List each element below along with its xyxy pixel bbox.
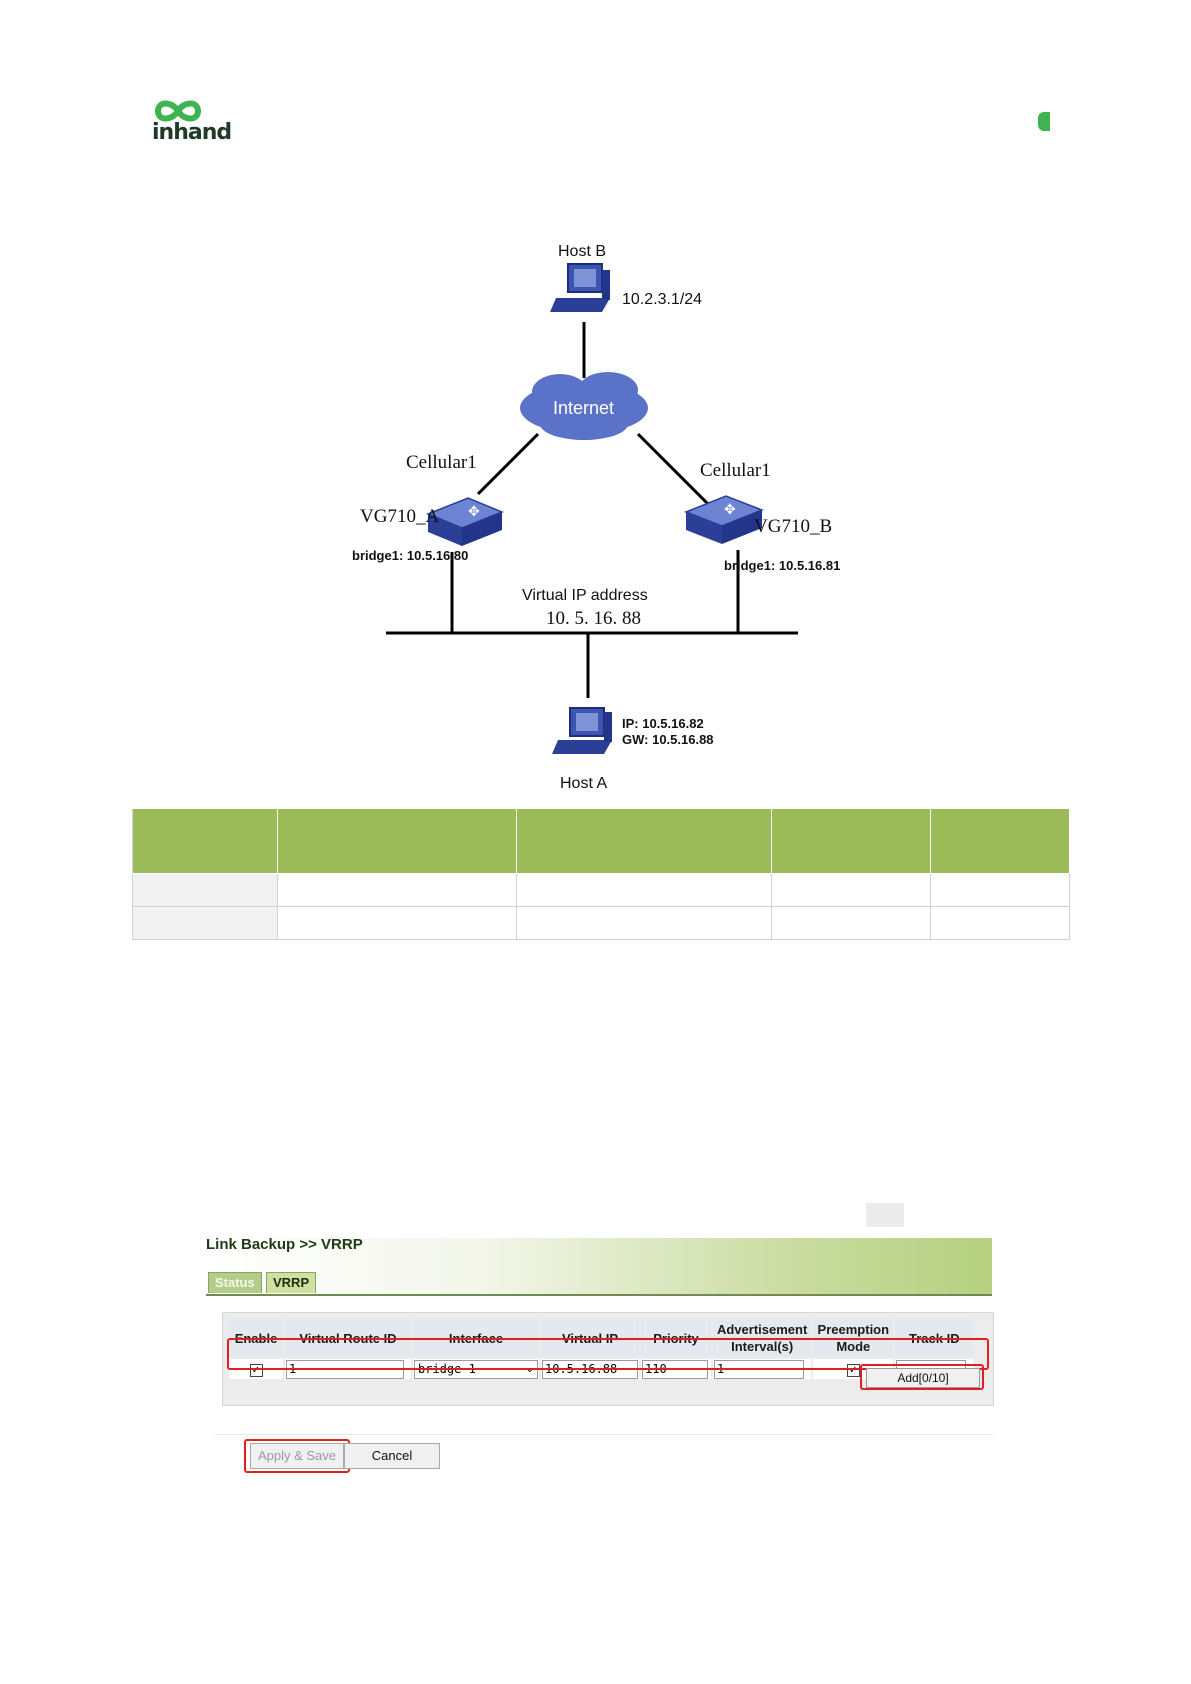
vg710a-cellular-label: Cellular1 [406, 452, 477, 473]
vg710b-bridge-ip: bridge1: 10.5.16.81 [724, 558, 840, 573]
highlight-add [860, 1364, 984, 1390]
host-a-computer-icon [552, 707, 612, 754]
internet-cloud-icon [520, 372, 648, 440]
vg710b-name: VG710_B [754, 516, 832, 537]
vg710b-switch-icon: ✥ [683, 495, 765, 544]
inhand-logo: inhand [148, 98, 232, 150]
inline-highlight [866, 1203, 904, 1227]
host-b-label: Host B [558, 243, 606, 260]
highlight-apply [244, 1439, 350, 1473]
network-diagram: Host B 10.2.3.1/24 Internet Cellular1 ✥ … [352, 240, 840, 800]
enable-checkbox[interactable]: ✓ [249, 1364, 263, 1377]
table-row [132, 873, 1070, 907]
internet-label: Internet [553, 398, 614, 418]
host-b-ip: 10.2.3.1/24 [622, 291, 702, 308]
tab-status[interactable]: Status [208, 1272, 262, 1293]
apply-save-button[interactable]: Apply & Save [250, 1443, 344, 1469]
highlight-row [227, 1338, 989, 1370]
link-internet-vg710a [476, 432, 540, 496]
svg-text:✥: ✥ [468, 504, 480, 520]
host-b-computer-icon [550, 263, 610, 312]
title-bar [206, 1238, 992, 1296]
host-a-ip: IP: 10.5.16.82 [622, 716, 704, 731]
virtual-ip-value: 10. 5. 16. 88 [546, 608, 641, 629]
table-row [132, 906, 1070, 940]
table-header-row [132, 808, 1070, 874]
host-a-label: Host A [560, 775, 607, 792]
parameter-table [132, 808, 1070, 940]
link-internet-vg710b [636, 432, 718, 514]
vg710b-cellular-label: Cellular1 [700, 460, 771, 481]
preemption-checkbox[interactable]: ✓ [846, 1364, 860, 1377]
vg710a-name: VG710_A [360, 506, 439, 527]
logo-text: inhand [152, 120, 232, 145]
vg710a-switch-icon: ✥ [426, 497, 504, 546]
tab-vrrp[interactable]: VRRP [266, 1272, 317, 1293]
section-marker [1038, 112, 1050, 131]
virtual-ip-label: Virtual IP address [522, 587, 648, 604]
divider [214, 1434, 994, 1435]
add-button[interactable]: Add[0/10] [866, 1368, 980, 1388]
cancel-button[interactable]: Cancel [344, 1443, 440, 1469]
vrrp-config-screenshot: Link Backup >> VRRP Status VRRP Enable V… [206, 1236, 996, 1476]
vg710a-bridge-ip: bridge1: 10.5.16.80 [352, 548, 468, 563]
page-title: Link Backup >> VRRP [206, 1236, 363, 1253]
logo-infinity-icon [154, 100, 202, 122]
svg-text:✥: ✥ [724, 502, 736, 518]
host-a-gateway: GW: 10.5.16.88 [622, 732, 714, 747]
